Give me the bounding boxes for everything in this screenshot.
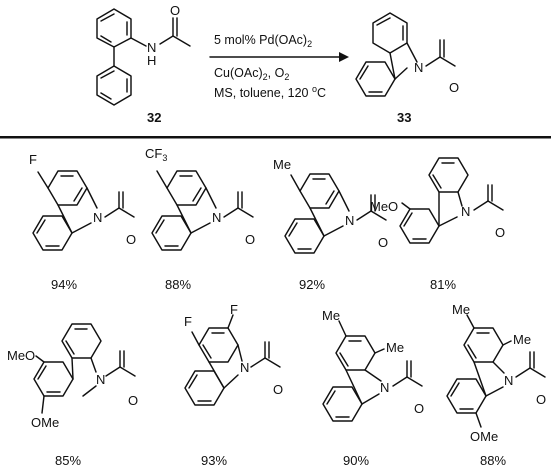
yield-label: 93% — [201, 453, 227, 468]
oxygen-label: O — [273, 382, 283, 397]
product-dimethyl-methoxy: Me Me N O OMe 88% — [446, 302, 546, 468]
nitrogen-label: N — [380, 380, 389, 395]
product-trifluoromethyl: CF3 N O 88% — [145, 146, 255, 292]
product-fluoro: F N O 94% — [29, 152, 136, 292]
methyl-label: Me — [386, 340, 404, 355]
fluorine-label: F — [29, 152, 37, 167]
methyl-label: Me — [452, 302, 470, 317]
product-33: N O 33 — [355, 12, 459, 125]
hydrogen-label: H — [147, 53, 156, 68]
reactant-number: 32 — [147, 110, 161, 125]
yield-label: 85% — [55, 453, 81, 468]
yield-label: 90% — [343, 453, 369, 468]
condition-solvent: MS, toluene, 120 oC — [214, 84, 326, 100]
methoxy-label: OMe — [470, 429, 498, 444]
oxygen-label: O — [495, 225, 505, 240]
methoxy-label: OMe — [31, 415, 59, 430]
fluorine-label: F — [230, 302, 238, 317]
oxygen-label: O — [536, 392, 546, 407]
nitrogen-label: N — [212, 210, 221, 225]
yield-label: 81% — [430, 277, 456, 292]
methyl-label: Me — [273, 157, 291, 172]
nitrogen-label: N — [240, 360, 249, 375]
condition-catalyst: 5 mol% Pd(OAc)2 — [214, 33, 312, 49]
product-number: 33 — [397, 110, 411, 125]
oxygen-label: O — [414, 401, 424, 416]
reaction-conditions: 5 mol% Pd(OAc)2 Cu(OAc)2, O2 MS, toluene… — [209, 33, 349, 100]
product-dimethoxy: MeO OMe N O 85% — [7, 323, 138, 468]
nitrogen-label: N — [414, 60, 423, 75]
nitrogen-label: N — [96, 372, 105, 387]
nitrogen-label: N — [93, 210, 102, 225]
condition-oxidant: Cu(OAc)2, O2 — [214, 66, 289, 82]
trifluoromethyl-label: CF3 — [145, 146, 167, 163]
methoxy-label: MeO — [7, 348, 35, 363]
oxygen-label: O — [126, 232, 136, 247]
product-dimethyl: Me Me N O 90% — [322, 308, 424, 468]
section-divider — [0, 136, 551, 139]
yield-label: 88% — [480, 453, 506, 468]
arrow-head-icon — [339, 52, 349, 62]
oxygen-label: O — [128, 393, 138, 408]
methyl-label: Me — [513, 332, 531, 347]
nitrogen-label: N — [147, 40, 156, 55]
product-methoxy: MeO N O 81% — [370, 157, 505, 292]
methoxy-label: MeO — [370, 199, 398, 214]
product-methyl: Me N O 92% — [273, 157, 388, 292]
oxygen-label: O — [245, 232, 255, 247]
oxygen-label: O — [449, 80, 459, 95]
product-difluoro: F F N O 93% — [184, 302, 283, 468]
yield-label: 94% — [51, 277, 77, 292]
nitrogen-label: N — [504, 373, 513, 388]
fluorine-label: F — [184, 314, 192, 329]
nitrogen-label: N — [461, 204, 470, 219]
yield-label: 92% — [299, 277, 325, 292]
methyl-label: Me — [322, 308, 340, 323]
nitrogen-label: N — [345, 213, 354, 228]
oxygen-label: O — [170, 3, 180, 18]
yield-label: 88% — [165, 277, 191, 292]
oxygen-label: O — [378, 235, 388, 250]
reactant-32: N H O 32 — [96, 3, 191, 125]
